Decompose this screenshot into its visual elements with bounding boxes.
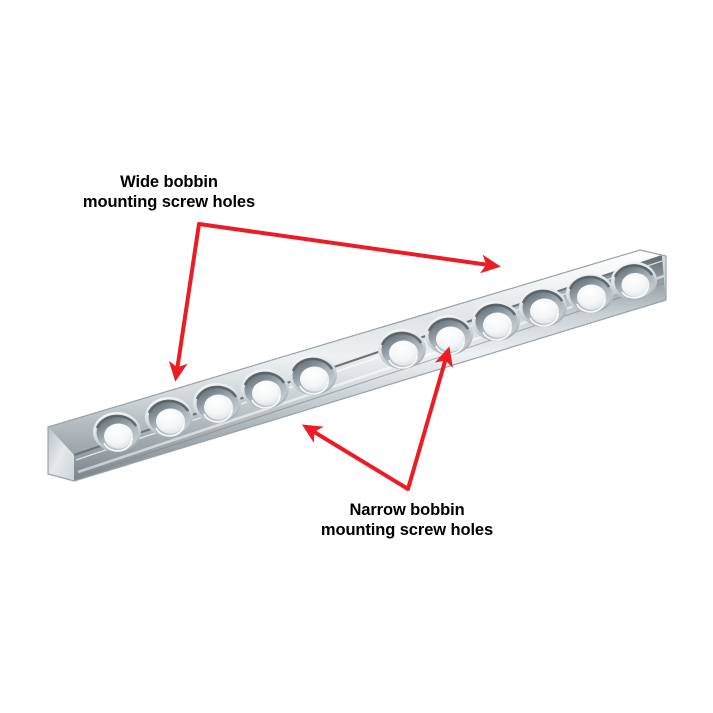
screw-hole	[241, 369, 289, 409]
screw-hole	[145, 397, 193, 437]
screw-hole	[611, 261, 657, 301]
bar-outline	[47, 249, 667, 482]
narrow-arrow-left	[301, 424, 410, 491]
wide-bobbin-label-line-1: Wide bobbin	[120, 173, 218, 191]
screw-hole	[193, 383, 241, 423]
narrow-arrow-right	[406, 346, 453, 490]
screw-hole	[289, 355, 337, 395]
screw-hole	[566, 273, 614, 313]
narrow-bobbin-label-line-2: mounting screw holes	[320, 521, 494, 539]
wide-arrow-vertex	[197, 222, 201, 226]
screw-hole	[519, 287, 567, 327]
wide-bobbin-label: Wide bobbin mounting screw holes	[58, 172, 280, 212]
screw-hole	[378, 329, 426, 369]
wide-arrow-right	[198, 222, 501, 274]
wide-bobbin-label-line-2: mounting screw holes	[82, 193, 256, 211]
narrow-arrow-vertex	[406, 487, 410, 491]
screw-hole	[93, 412, 141, 452]
bar-front-shade-line	[76, 282, 665, 478]
bar-left-end-cap	[48, 427, 74, 481]
narrow-bobbin-label-line-1: Narrow bobbin	[349, 501, 465, 519]
wide-arrow-left	[168, 223, 201, 382]
narrow-bobbin-leader-lines	[301, 346, 453, 491]
wide-bobbin-leader-lines	[168, 222, 501, 382]
hole-group	[93, 261, 657, 452]
screw-hole	[472, 301, 520, 341]
narrow-bobbin-label: Narrow bobbin mounting screw holes	[296, 500, 518, 540]
screw-hole	[425, 315, 473, 355]
